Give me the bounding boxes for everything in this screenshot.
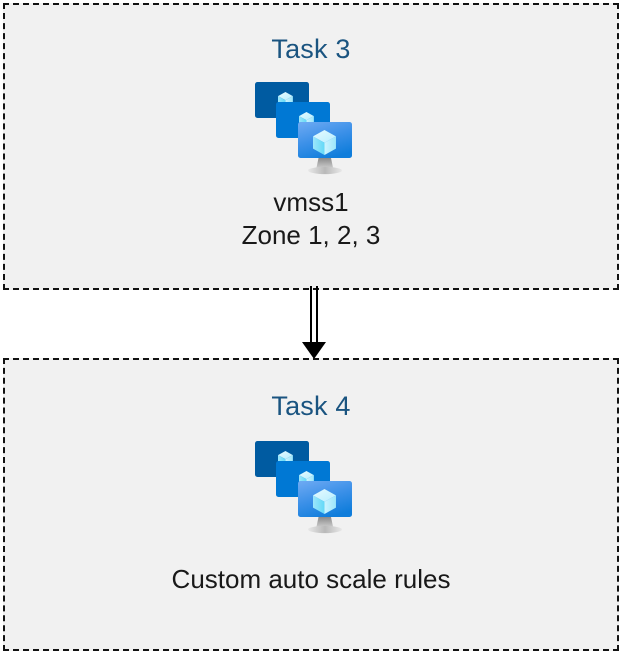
task-box-task-4[interactable]: Task 4 [3,358,619,651]
task-3-title: Task 3 [271,34,351,64]
task3-to-task4-connector [298,286,330,360]
vm-scale-set-icon [253,80,369,178]
task-box-task-3[interactable]: Task 3 [3,3,619,290]
task-4-caption: Custom auto scale rules [171,564,451,594]
vm-scale-set-icon [253,439,369,537]
task-3-caption: vmss1 Zone 1, 2, 3 [241,187,381,250]
double-line-arrow-down-icon [302,286,326,359]
task-4-title: Task 4 [271,391,351,421]
